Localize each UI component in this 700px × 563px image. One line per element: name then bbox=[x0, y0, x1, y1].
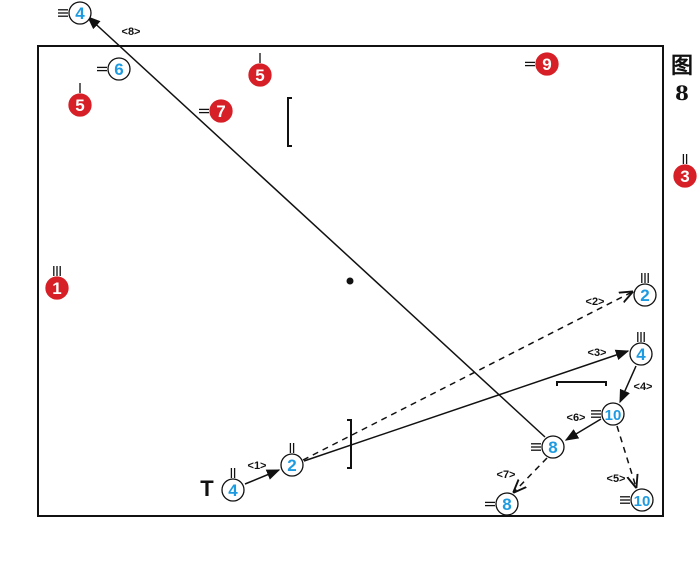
move-arrow-m1 bbox=[244, 469, 281, 485]
move-label-m7: <7> bbox=[497, 469, 516, 481]
move-label-m5: <5> bbox=[607, 473, 626, 485]
player-token bbox=[673, 164, 697, 188]
player-b6: 6 bbox=[97, 57, 131, 81]
player-number: 5 bbox=[255, 66, 264, 85]
player-number: 4 bbox=[228, 481, 238, 500]
player-token bbox=[495, 492, 519, 516]
player-b2-right: 2 bbox=[633, 273, 657, 307]
pitch-border bbox=[37, 45, 664, 517]
player-token bbox=[629, 342, 653, 366]
player-r9: 9 bbox=[525, 52, 559, 76]
player-number: 1 bbox=[52, 279, 61, 298]
goal-bottom-right bbox=[556, 381, 607, 386]
moves-layer: <1> <2> <3> <4> <5> <6> <7> <8> bbox=[87, 16, 653, 492]
player-r1: 1 bbox=[45, 266, 69, 300]
player-number: 10 bbox=[605, 407, 622, 424]
player-r3: 3 bbox=[673, 154, 697, 188]
player-token bbox=[630, 488, 654, 512]
player-r5-left: 5 bbox=[68, 83, 92, 117]
player-token bbox=[68, 1, 92, 25]
player-token bbox=[633, 283, 657, 307]
player-token bbox=[248, 63, 272, 87]
figure-caption: 图 8 bbox=[666, 52, 698, 106]
player-b4-right: 4 bbox=[629, 332, 653, 366]
player-r7: 7 bbox=[199, 99, 233, 123]
player-token bbox=[221, 478, 245, 502]
player-number: 2 bbox=[287, 456, 296, 475]
move-label-m6: <6> bbox=[567, 412, 586, 424]
player-number: 4 bbox=[75, 4, 85, 23]
player-number: 8 bbox=[548, 438, 557, 457]
coach-marker: T bbox=[200, 476, 214, 501]
player-token bbox=[107, 57, 131, 81]
goal-right bbox=[347, 419, 352, 469]
player-token bbox=[209, 99, 233, 123]
move-arrow-m7 bbox=[514, 457, 548, 492]
player-b10-mid: 10 bbox=[591, 402, 625, 426]
move-label-m2: <2> bbox=[586, 296, 605, 308]
player-token bbox=[541, 435, 565, 459]
move-label-m3: <3> bbox=[588, 347, 607, 359]
move-arrow-m3 bbox=[303, 349, 630, 462]
player-b8-low: 8 bbox=[485, 492, 519, 516]
player-b8-mid: 8 bbox=[531, 435, 565, 459]
players-layer: 4 6 5 5 7 9 3 1 2 4 10 8 8 10 2 4 bbox=[45, 1, 697, 516]
player-number: 3 bbox=[680, 167, 689, 186]
player-token bbox=[535, 52, 559, 76]
player-b2-low: 2 bbox=[280, 443, 304, 477]
move-arrow-m8 bbox=[87, 16, 546, 438]
player-number: 10 bbox=[634, 493, 651, 510]
move-arrow-m4 bbox=[619, 365, 637, 404]
player-number: 8 bbox=[502, 495, 511, 514]
player-token bbox=[601, 402, 625, 426]
player-token bbox=[45, 276, 69, 300]
move-label-m8: <8> bbox=[122, 26, 141, 38]
move-arrow-m2 bbox=[302, 292, 632, 461]
move-label-m4: <4> bbox=[634, 381, 653, 393]
goal-top bbox=[287, 97, 292, 147]
move-arrow-m6 bbox=[564, 418, 602, 441]
player-r5-mid: 5 bbox=[248, 53, 272, 87]
center-spot bbox=[346, 277, 354, 285]
figure-caption-label: 图 bbox=[670, 53, 693, 79]
player-number: 5 bbox=[75, 96, 84, 115]
player-number: 2 bbox=[640, 286, 649, 305]
player-number: 4 bbox=[636, 345, 646, 364]
player-b10-low: 10 bbox=[620, 488, 654, 512]
player-number: 7 bbox=[216, 102, 225, 121]
player-b4-low: 4 bbox=[221, 468, 245, 502]
player-number: 6 bbox=[114, 60, 123, 79]
figure-caption-number: 8 bbox=[675, 81, 689, 105]
player-b4-top: 4 bbox=[58, 1, 92, 25]
player-number: 9 bbox=[542, 55, 551, 74]
player-token bbox=[68, 93, 92, 117]
player-token bbox=[280, 453, 304, 477]
move-label-m1: <1> bbox=[248, 460, 267, 472]
